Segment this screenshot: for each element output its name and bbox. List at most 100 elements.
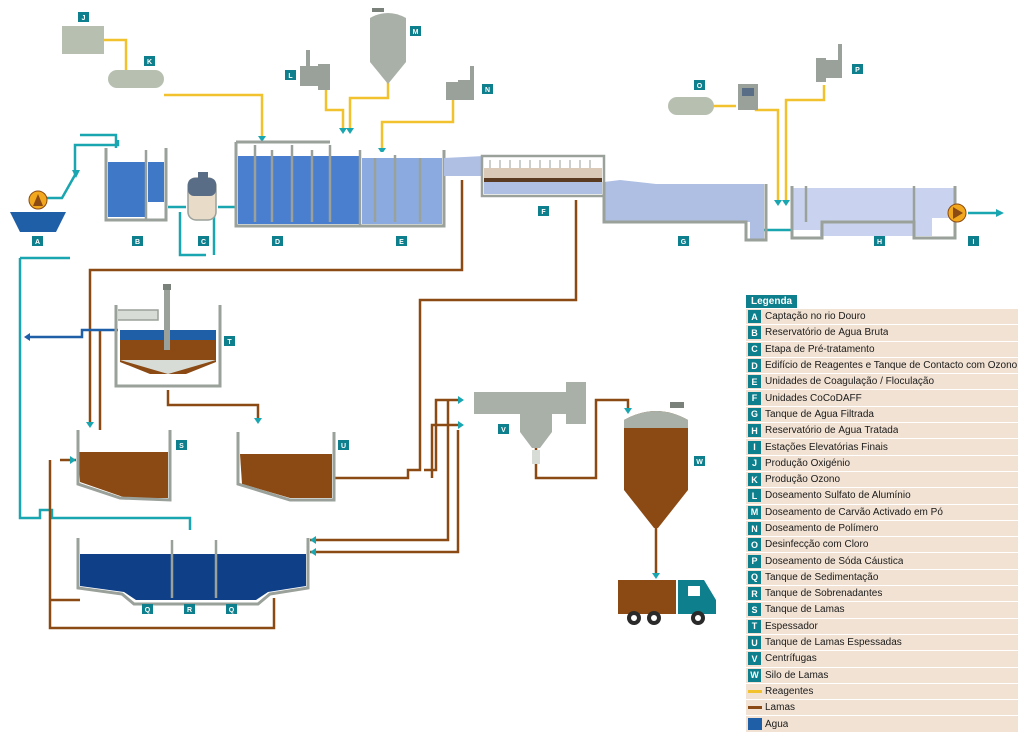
legend-label: Tanque de Água Filtrada [765, 408, 874, 420]
svg-text:A: A [35, 239, 40, 246]
svg-text:N: N [485, 87, 490, 94]
tag-e: E [396, 236, 407, 246]
legend-label: Doseamento de Polímero [765, 523, 879, 534]
tag-q-left: Q [142, 604, 153, 614]
tag-s: S [176, 440, 187, 450]
legend-key: H [748, 424, 761, 438]
svg-text:E: E [399, 239, 404, 246]
svg-text:Q: Q [145, 607, 151, 614]
legend-label: Silo de Lamas [765, 669, 829, 681]
tag-g: G [678, 236, 689, 246]
legend-line-label: Reagentes [765, 685, 814, 697]
legend-key: I [748, 440, 761, 454]
legend-label: Centrífugas [765, 653, 817, 665]
legend-label: Desinfecção com Cloro [765, 539, 869, 551]
thickener-t [114, 284, 222, 388]
svg-text:V: V [501, 427, 506, 434]
svg-text:J: J [82, 15, 86, 22]
soda-dosing-p [816, 44, 842, 82]
legend-label: Doseamento de Sóda Cáustica [765, 555, 904, 567]
tag-m: M [410, 26, 421, 36]
sludge-lines [48, 180, 658, 630]
svg-text:P: P [855, 67, 860, 74]
svg-text:C: C [201, 239, 206, 246]
sludge-truck [618, 580, 716, 625]
legend-label: Produção Ozono [765, 474, 841, 486]
tag-b: B [132, 236, 143, 246]
tag-l: L [285, 70, 296, 80]
legend-key: F [748, 391, 761, 405]
tag-d: D [272, 236, 283, 246]
svg-text:W: W [696, 459, 703, 466]
legend-item: Q Tanque de Sedimentação [746, 569, 1018, 587]
supernatant-arrow [24, 333, 30, 341]
svg-text:B: B [135, 239, 140, 246]
sedimentation-tanks-q-r [76, 538, 310, 606]
legend-key: K [748, 473, 761, 487]
legend-label: Doseamento Sulfato de Alumínio [765, 490, 911, 502]
pretreatment-c [187, 172, 217, 221]
ozone-contact-d [234, 140, 446, 228]
tag-a: A [32, 236, 43, 246]
legend-key: U [748, 636, 761, 650]
legend-key: B [748, 326, 761, 340]
tag-n: N [482, 84, 493, 94]
legend-item: P Doseamento de Sóda Cáustica [746, 553, 1018, 570]
tag-p: P [852, 64, 863, 74]
sludge-tank-s [76, 430, 172, 502]
svg-text:Q: Q [229, 607, 235, 614]
legend-swatch [748, 689, 762, 693]
legend-key: T [748, 619, 761, 633]
svg-text:R: R [187, 607, 192, 614]
legend-key: D [748, 359, 761, 373]
legend-swatch [748, 706, 762, 710]
legend-key: C [748, 342, 761, 356]
legend-label: Produção Oxigénio [765, 457, 851, 469]
legend-label: Etapa de Pré-tratamento [765, 343, 875, 355]
supernatant-line [28, 328, 118, 339]
legend-key: L [748, 489, 761, 503]
legend-key: Q [748, 570, 761, 584]
tag-i: I [968, 236, 979, 246]
svg-text:F: F [541, 209, 546, 216]
channel-d-f [444, 156, 484, 176]
legend-item: L Doseamento Sulfato de Alumínio [746, 488, 1018, 505]
tag-f: F [538, 206, 549, 216]
unit-tags: A B C D E F G H I J K L M N O P Q R Q S … [32, 12, 979, 614]
legend-line-type: Água [746, 716, 1018, 733]
legend-label: Unidades de Coagulação / Floculação [765, 376, 934, 388]
legend-key: M [748, 505, 761, 519]
treated-water-reservoir-h [790, 186, 957, 240]
svg-text:S: S [179, 443, 184, 450]
legend-key: W [748, 668, 761, 682]
tag-o: O [694, 80, 705, 90]
chlorine-disinfection-o [668, 84, 758, 115]
outlet-arrow [996, 209, 1004, 217]
svg-text:G: G [681, 239, 687, 246]
legend-key: P [748, 554, 761, 568]
legend-line-type: Lamas [746, 700, 1018, 717]
polymer-dosing-n [446, 66, 474, 100]
tag-v: V [498, 424, 509, 434]
legend-key: E [748, 375, 761, 389]
legend-key: A [748, 310, 761, 324]
legend-label: Tanque de Lamas Espessadas [765, 637, 902, 649]
carbon-silo-m [370, 8, 406, 84]
cocodaff-f [480, 154, 606, 198]
legend-item: W Silo de Lamas [746, 667, 1018, 684]
intake-a [10, 190, 66, 232]
legend-label: Tanque de Sedimentação [765, 571, 879, 583]
svg-text:K: K [147, 59, 152, 66]
